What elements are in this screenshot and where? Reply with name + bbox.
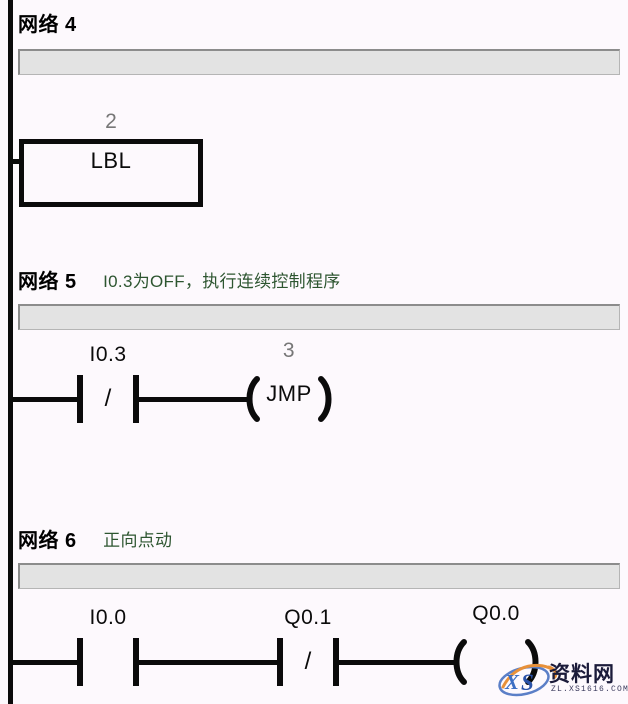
coil-q0-0[interactable]: Q0.0 bbox=[450, 602, 542, 688]
power-rail bbox=[8, 0, 13, 704]
contact-label-i0-3: I0.3 bbox=[89, 343, 127, 366]
contact-nc-slash: / bbox=[104, 385, 112, 412]
rung-wire-6-a bbox=[11, 660, 78, 665]
contact-i0-0[interactable]: I0.0 bbox=[77, 606, 139, 686]
rung-wire-6-b bbox=[138, 660, 278, 665]
network-block-5: 网络 5 I0.3为OFF，执行连续控制程序 I0.3 / 3 JMP bbox=[0, 265, 628, 505]
network-comment-bar-5[interactable] bbox=[18, 304, 620, 330]
contact-q0-1[interactable]: Q0.1 / bbox=[277, 606, 339, 686]
contact-nc-slash: / bbox=[304, 648, 312, 675]
coil-param-q0-0: Q0.0 bbox=[472, 602, 520, 625]
contact-bar-right bbox=[133, 638, 139, 686]
coil-jmp[interactable]: 3 JMP bbox=[243, 339, 335, 425]
network-block-4: 网络 4 2 LBL bbox=[0, 8, 628, 238]
network-comment-5: I0.3为OFF，执行连续控制程序 bbox=[103, 272, 341, 291]
network-header-4: 网络 4 bbox=[18, 8, 103, 36]
instruction-box-lbl[interactable]: 2 LBL bbox=[19, 110, 203, 207]
network-comment-6: 正向点动 bbox=[103, 531, 173, 550]
network-title-6: 网络 6 bbox=[18, 530, 77, 552]
coil-param-jmp: 3 bbox=[282, 339, 296, 362]
contact-label-q0-1: Q0.1 bbox=[284, 606, 332, 629]
network-comment-bar-6[interactable] bbox=[18, 563, 620, 589]
contact-i0-3[interactable]: I0.3 / bbox=[77, 343, 139, 423]
contact-bar-right bbox=[333, 638, 339, 686]
contact-bar-left bbox=[277, 638, 283, 686]
instruction-box-name: LBL bbox=[90, 148, 132, 173]
network-block-6: 网络 6 正向点动 I0.0 Q0.1 / Q0.0 bbox=[0, 524, 628, 704]
network-title-5: 网络 5 bbox=[18, 271, 77, 293]
network-title-4: 网络 4 bbox=[18, 14, 77, 36]
rung-wire-5-b bbox=[138, 397, 248, 402]
rung-wire-6-c bbox=[338, 660, 455, 665]
rung-wire-4-stub bbox=[11, 159, 23, 164]
instruction-box-param: 2 bbox=[105, 110, 117, 133]
contact-bar-left bbox=[77, 638, 83, 686]
network-header-5: 网络 5 I0.3为OFF，执行连续控制程序 bbox=[18, 265, 341, 293]
contact-bar-left bbox=[77, 375, 83, 423]
network-comment-bar-4[interactable] bbox=[18, 49, 620, 75]
contact-label-i0-0: I0.0 bbox=[89, 606, 127, 629]
network-header-6: 网络 6 正向点动 bbox=[18, 524, 172, 552]
contact-bar-right bbox=[133, 375, 139, 423]
rung-wire-5-a bbox=[11, 397, 78, 402]
coil-name-jmp: JMP bbox=[266, 381, 312, 406]
coil-parentheses-icon bbox=[246, 376, 332, 422]
coil-parentheses-icon bbox=[453, 639, 539, 685]
